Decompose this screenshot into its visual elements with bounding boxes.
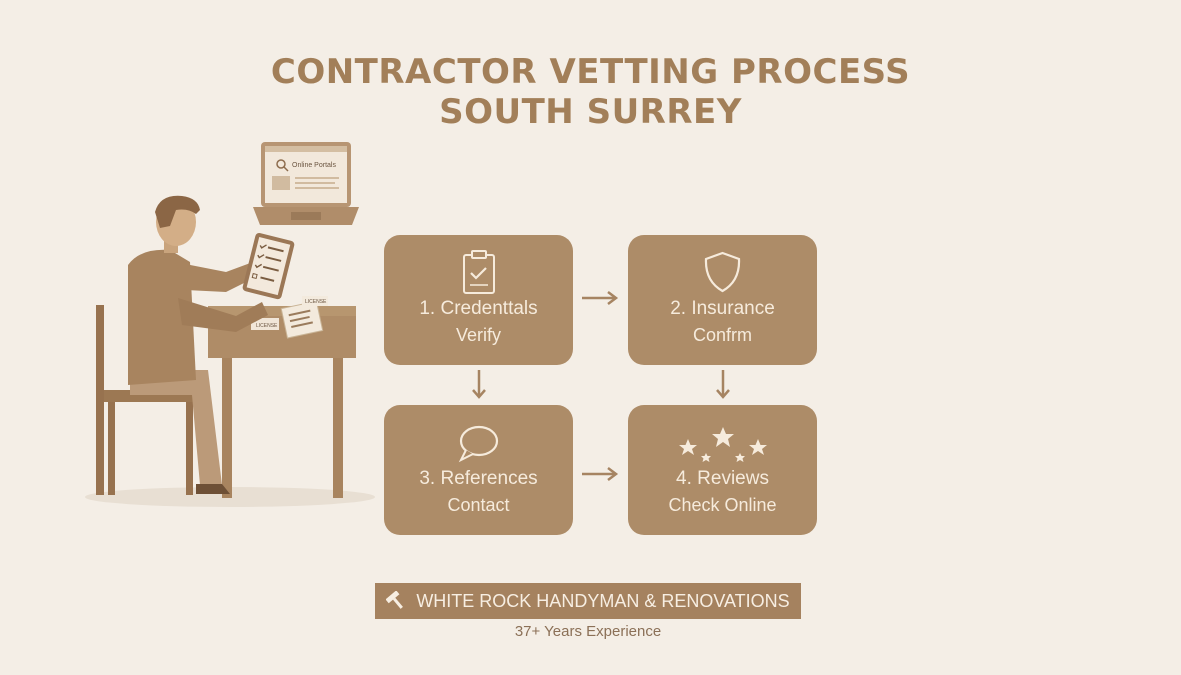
company-name: WHITE ROCK HANDYMAN & RENOVATIONS (416, 590, 790, 611)
tablet-checklist-icon (242, 232, 295, 300)
shield-icon (704, 251, 741, 293)
stars-icon (679, 427, 767, 462)
step-card-insurance: 2. Insurance Confrm (628, 235, 817, 365)
step-card-reviews: 4. Reviews Check Online (628, 405, 817, 535)
step-3-title: 3. References (419, 468, 538, 489)
person-at-desk-illustration: Online Portals LICENSE LICENSE (85, 142, 375, 507)
step-2-action: Confrm (692, 325, 752, 345)
page-title: CONTRACTOR VETTING PROCESS (270, 52, 911, 92)
arrow-down-icon (716, 370, 730, 399)
page-subtitle: SOUTH SURREY (439, 92, 742, 132)
paper-stack: LICENSE LICENSE (251, 296, 328, 339)
step-1-title: 1. Credenttals (419, 298, 538, 319)
step-card-credentials: 1. Credenttals Verify (384, 235, 573, 365)
step-1-action: Verify (455, 325, 502, 345)
step-card-references: 3. References Contact (384, 405, 573, 535)
desk-paper-label: LICENSE (256, 323, 278, 329)
speech-bubble-icon (458, 425, 499, 463)
arrow-down-icon (472, 370, 486, 399)
step-3-action: Contact (447, 495, 510, 515)
arrow-right-icon (582, 291, 619, 305)
step-2-title: 2. Insurance (670, 298, 775, 319)
hammer-icon (386, 591, 404, 609)
company-banner: WHITE ROCK HANDYMAN & RENOVATIONS (375, 583, 801, 619)
laptop-icon: Online Portals (253, 142, 359, 225)
clipboard-check-icon (463, 250, 495, 294)
step-4-action: Check Online (668, 495, 777, 515)
paper-label-2: LICENSE (305, 299, 327, 305)
arrow-right-icon (582, 467, 619, 481)
experience-label: 37+ Years Experience (514, 623, 662, 640)
desk (208, 306, 356, 498)
step-4-title: 4. Reviews (676, 468, 769, 489)
laptop-label: Online Portals (292, 162, 336, 169)
